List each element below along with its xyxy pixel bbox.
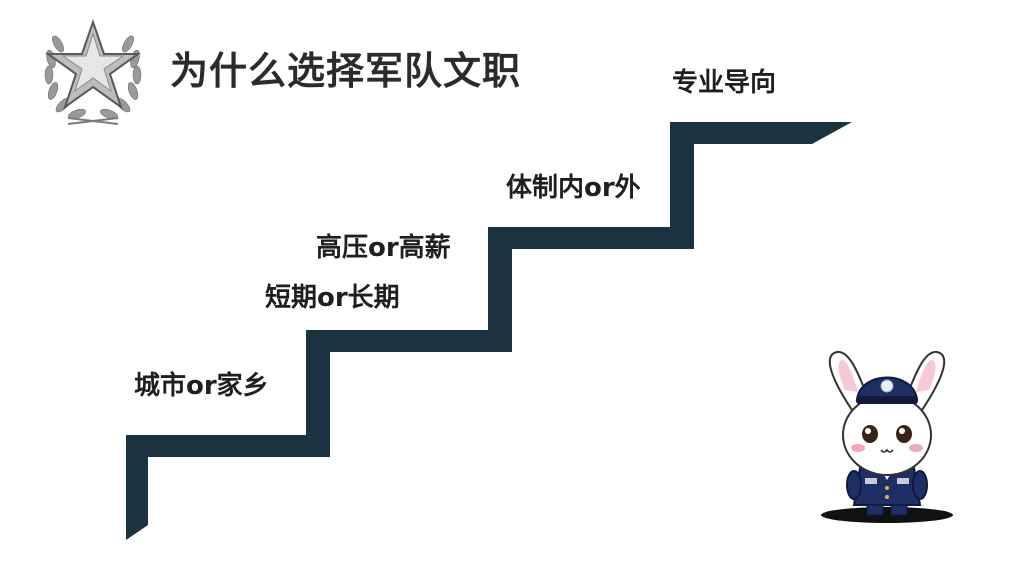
step-label-1: 城市or家乡 [134,371,269,401]
step-label-3: 高压or高薪 [316,233,451,263]
star-laurel-emblem-icon [44,18,142,125]
slide-title: 为什么选择军队文职 [170,49,522,93]
step-label-5: 专业导向 [672,68,777,98]
step-label-4: 体制内or外 [506,173,641,203]
step-label-2: 短期or长期 [265,283,400,313]
bunny-soldier-mascot [821,351,953,523]
staircase-band [126,122,852,540]
